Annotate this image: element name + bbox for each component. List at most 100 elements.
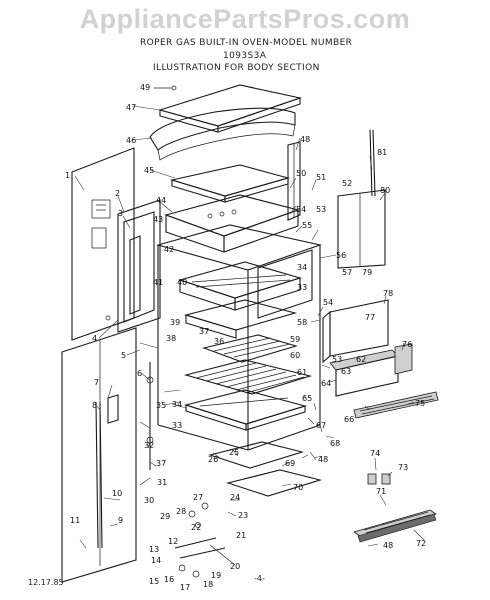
part-12-fitting	[174, 537, 236, 578]
part-62-trim	[329, 343, 413, 397]
label-10: 10	[112, 489, 122, 498]
label-17: 17	[180, 583, 190, 592]
label-61: 61	[297, 368, 307, 377]
label-54: 54	[323, 298, 333, 307]
label-30: 30	[144, 496, 154, 505]
label-4: 4	[92, 334, 97, 343]
label-6: 6	[137, 369, 142, 378]
label-62: 62	[356, 355, 366, 364]
label-63: 63	[341, 367, 351, 376]
label-66: 66	[344, 415, 354, 424]
label-59: 59	[290, 335, 300, 344]
part-45-panel	[169, 164, 291, 203]
label-69: 69	[285, 459, 295, 468]
label-36: 36	[214, 337, 224, 346]
label-43: 43	[153, 215, 163, 224]
label-74: 74	[370, 449, 380, 458]
part-33-bottom-pan	[183, 389, 308, 431]
diagram-subtitle: ILLUSTRATION FOR BODY SECTION	[153, 63, 320, 73]
label-53-top: 53	[316, 205, 326, 214]
label-50: 50	[296, 169, 306, 178]
part-2-frame	[117, 199, 161, 333]
label-37-lower: 37	[156, 459, 166, 468]
part-30-front-panel	[61, 327, 137, 583]
label-35: 35	[156, 401, 166, 410]
label-47: 47	[126, 103, 136, 112]
part-8-hinge	[107, 394, 119, 424]
label-23: 23	[238, 511, 248, 520]
label-13: 13	[149, 545, 159, 554]
label-1: 1	[65, 171, 70, 180]
label-9: 9	[118, 516, 123, 525]
part-49-screw	[154, 85, 177, 91]
part-37-broiler-pan	[178, 261, 302, 311]
label-45: 45	[144, 166, 154, 175]
label-15: 15	[149, 577, 159, 586]
label-75: 75	[415, 399, 425, 408]
label-78: 78	[383, 289, 393, 298]
label-18: 18	[203, 580, 213, 589]
part-69-bottom	[208, 441, 305, 469]
label-53: 53	[332, 355, 342, 364]
label-57: 57	[342, 268, 352, 277]
label-42: 42	[164, 245, 174, 254]
watermark: AppliancePartsPros.com	[79, 4, 411, 34]
label-31: 31	[157, 478, 167, 487]
part-73-clip	[367, 473, 391, 485]
label-48: 48	[300, 135, 310, 144]
label-48-mid: 48	[318, 455, 328, 464]
label-3: 3	[118, 209, 123, 218]
part-71-grille	[353, 509, 437, 543]
label-67: 67	[316, 421, 326, 430]
label-32: 32	[144, 441, 154, 450]
label-48-bottom: 48	[383, 541, 393, 550]
label-22: 22	[191, 523, 201, 532]
label-55: 55	[302, 221, 312, 230]
part-70-floor	[226, 469, 323, 497]
label-81: 81	[377, 148, 387, 157]
part-52-panel	[337, 189, 386, 269]
label-79: 79	[362, 268, 372, 277]
part-1-left-side-panel	[71, 147, 135, 341]
label-76: 76	[402, 340, 412, 349]
label-56: 56	[336, 251, 346, 260]
label-12: 12	[168, 537, 178, 546]
leader-lines	[74, 105, 425, 549]
label-46: 46	[126, 136, 136, 145]
label-24: 24	[230, 493, 240, 502]
part-47-top-cover	[158, 84, 303, 133]
label-60-upper: 60	[290, 351, 300, 360]
label-11: 11	[70, 516, 80, 525]
part-36-rack	[202, 334, 298, 363]
label-73: 73	[398, 463, 408, 472]
part-78-panel	[322, 299, 389, 364]
label-33-lower: 33	[172, 421, 182, 430]
label-40: 40	[177, 278, 187, 287]
diagram-title: ROPER GAS BUILT-IN OVEN-MODEL NUMBER	[140, 38, 353, 48]
label-16: 16	[164, 575, 174, 584]
label-71: 71	[376, 487, 386, 496]
part-60-vent	[353, 391, 439, 419]
label-2: 2	[115, 189, 120, 198]
label-34-upper: 34	[297, 263, 307, 272]
label-29: 29	[160, 512, 170, 521]
label-33-upper: 33	[297, 283, 307, 292]
label-52: 52	[342, 179, 352, 188]
label-25: 25	[229, 448, 239, 457]
label-44: 44	[156, 196, 166, 205]
label-28: 28	[176, 507, 186, 516]
label-77: 77	[365, 313, 375, 322]
label-39: 39	[170, 318, 180, 327]
page-mark: -4-	[254, 574, 265, 583]
part-33-burner	[183, 299, 298, 339]
label-21: 21	[236, 531, 246, 540]
part-labels: 49 47 46 45 48 50 51 52 80 81 54 53 55 5…	[65, 83, 426, 592]
label-54-top: 54	[296, 205, 306, 214]
revision-date: 12.17.85	[28, 578, 64, 587]
part-28-screw	[188, 502, 209, 528]
label-41: 41	[153, 278, 163, 287]
label-7: 7	[94, 378, 99, 387]
model-number: 1093S3A	[223, 51, 267, 61]
label-20: 20	[230, 562, 240, 571]
